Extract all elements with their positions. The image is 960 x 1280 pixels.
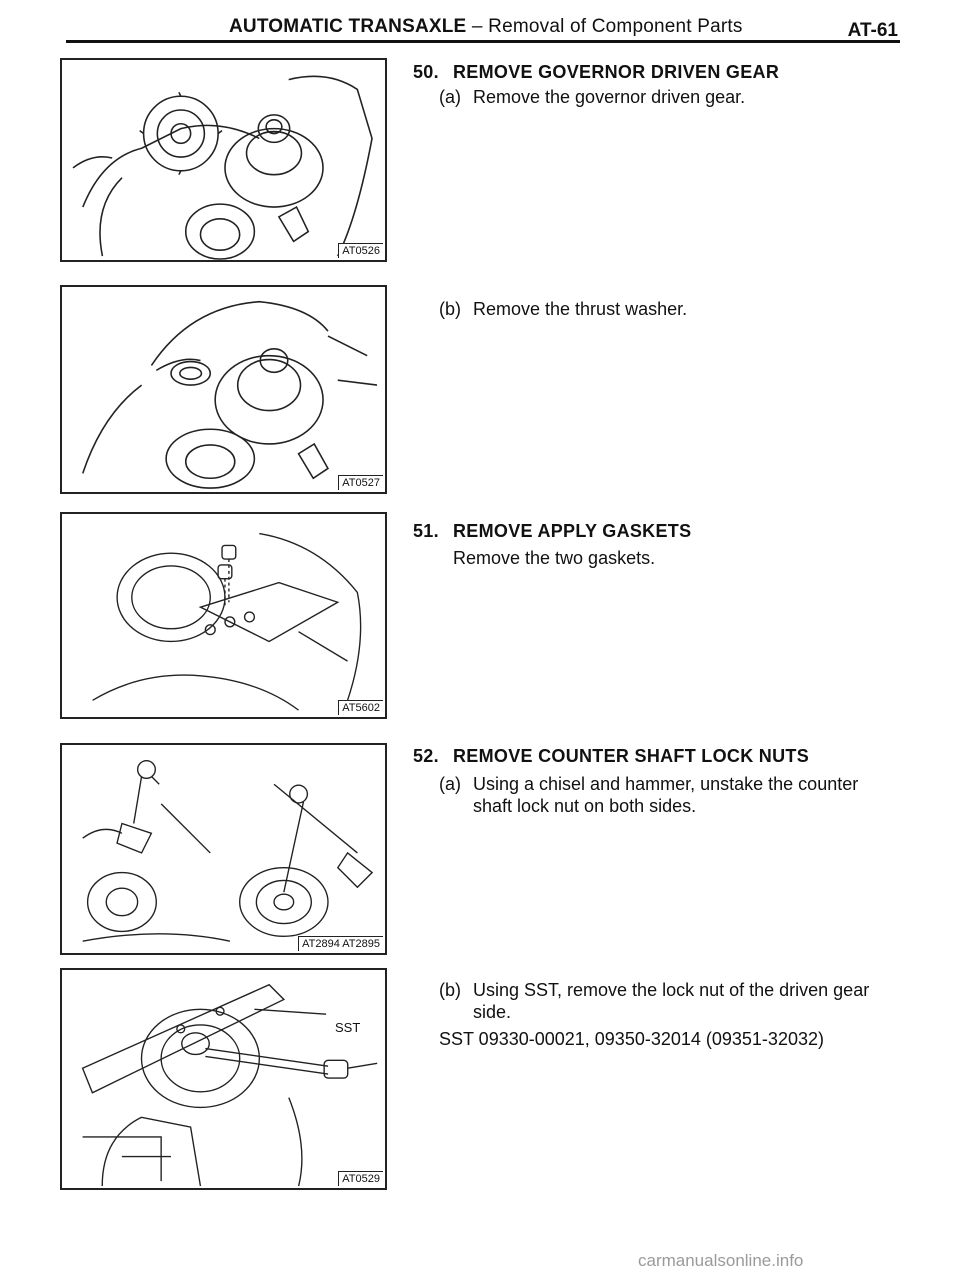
figure-code: AT0526 [338,243,383,258]
substep-label: (a) [439,87,461,107]
substep-text-line2: shaft lock nut on both sides. [473,796,697,816]
step-50a: (a) Remove the governor driven gear. [439,86,745,108]
page-header: AUTOMATIC TRANSAXLE – Removal of Compone… [66,16,900,41]
step-number: 52. [413,746,439,766]
apply-gaskets-illustration [92,532,362,711]
header-rule [66,40,900,43]
section-subtitle: – Removal of Component Parts [466,16,743,37]
substep-text: Remove the thrust washer. [473,299,688,319]
figure-code: AT0529 [338,1171,383,1186]
figure-sst-lock-nut: SST AT0529 [60,968,387,1190]
step-number: 50. [413,62,439,82]
step-number: 51. [413,521,439,541]
substep-label: (a) [439,774,461,794]
figure-counter-shaft-lock-nuts: AT2894 AT2895 [60,743,387,955]
step-heading: REMOVE COUNTER SHAFT LOCK NUTS [453,746,810,766]
counter-shaft-lock-nuts-illustration [82,760,374,942]
figure-code: AT5602 [338,700,383,715]
figure-code: AT2894 AT2895 [298,936,383,951]
figure-code: AT0527 [338,475,383,490]
step-50-title: 50. REMOVE GOVERNOR DRIVEN GEAR [413,62,779,83]
section-name: AUTOMATIC TRANSAXLE [229,16,467,37]
sst-callout: SST [335,1020,361,1035]
figure-governor-gear: AT0526 [60,58,387,262]
substep-label: (b) [439,299,461,319]
step-51-title: 51. REMOVE APPLY GASKETS [413,521,691,542]
sst-lock-nut-illustration [81,983,378,1187]
substep-text-line1: Using SST, remove the lock nut of the dr… [473,980,870,1000]
step-52a: (a) Using a chisel and hammer, unstake th… [439,773,858,817]
governor-gear-illustration [72,75,373,260]
substep-text-line1: Using a chisel and hammer, unstake the c… [473,774,859,794]
step-52-title: 52. REMOVE COUNTER SHAFT LOCK NUTS [413,746,809,767]
step-51-text: Remove the two gaskets. [453,548,656,568]
header-title: AUTOMATIC TRANSAXLE – Removal of Compone… [229,16,743,38]
step-heading: REMOVE GOVERNOR DRIVEN GEAR [453,62,780,82]
watermark: carmanualsonline.info [638,1251,804,1270]
step-50b: (b) Remove the thrust washer. [439,298,687,320]
page-number: AT-61 [847,20,898,41]
figure-apply-gaskets: AT5602 [60,512,387,719]
step-heading: REMOVE APPLY GASKETS [453,521,692,541]
substep-label: (b) [439,980,461,1000]
substep-text: Remove the governor driven gear. [473,87,746,107]
thrust-washer-illustration [82,300,378,489]
figure-thrust-washer: AT0527 [60,285,387,494]
sst-part-numbers: SST 09330-00021, 09350-32014 (09351-3203… [439,1029,824,1049]
substep-text-line2: side. [473,1002,512,1022]
step-52b: (b) Using SST, remove the lock nut of the… [439,979,869,1023]
